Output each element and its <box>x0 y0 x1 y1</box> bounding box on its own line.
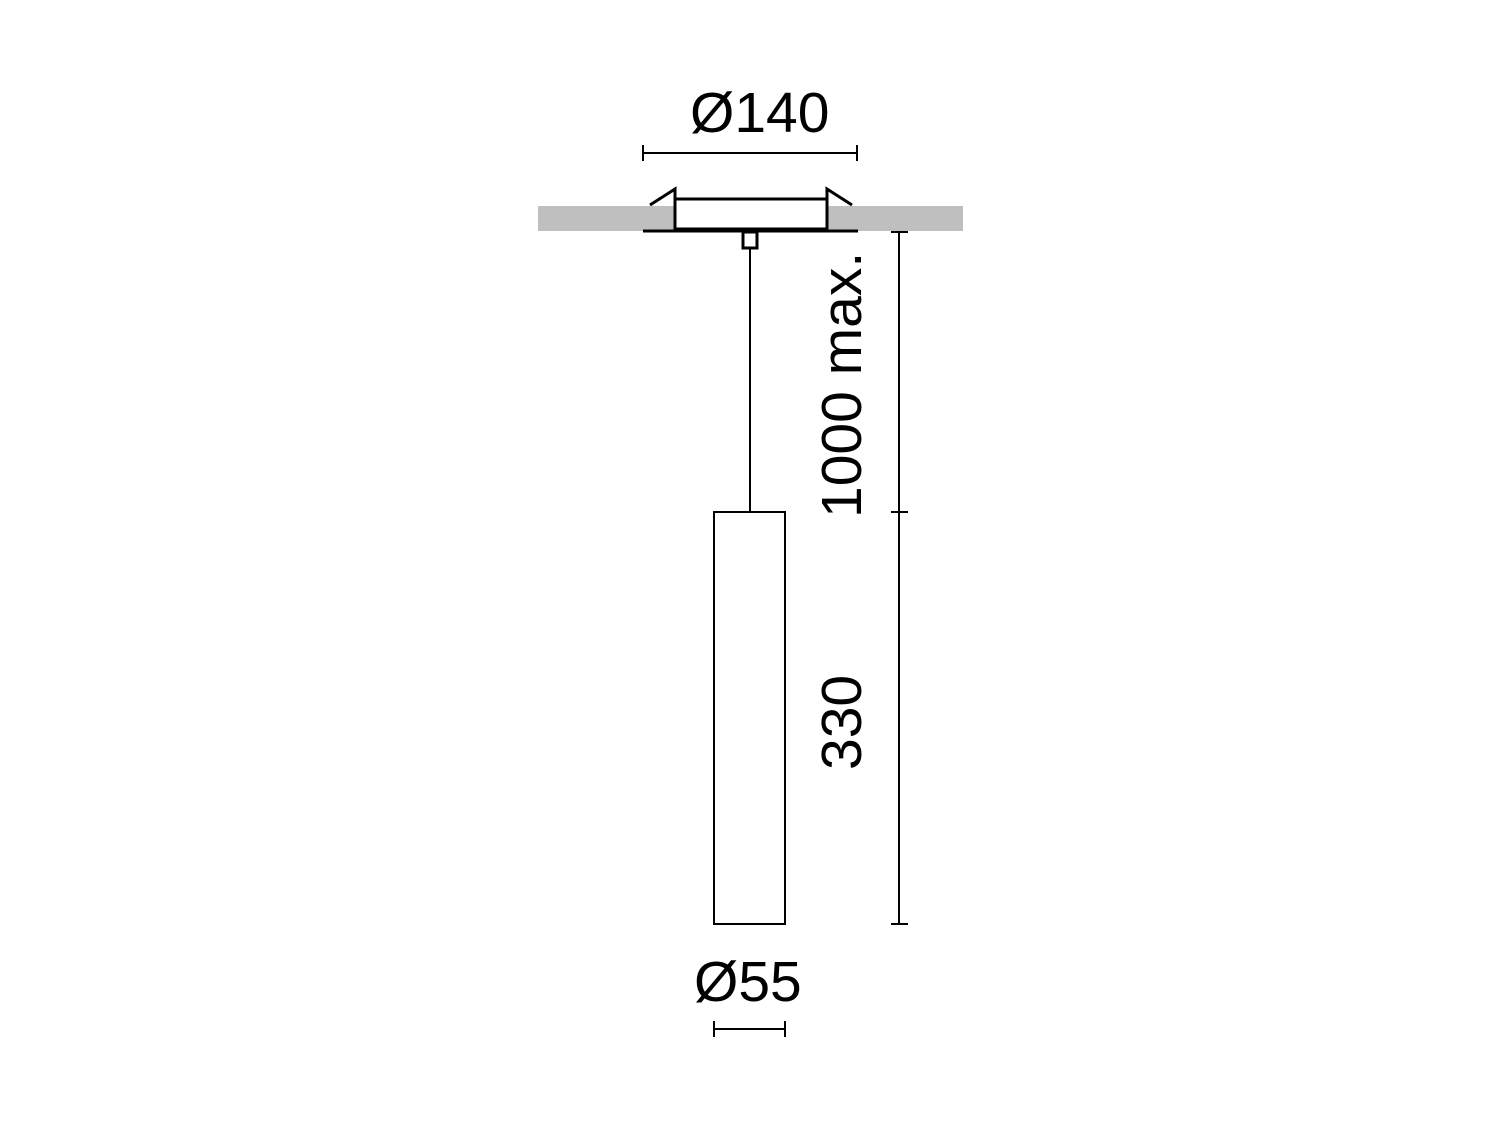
canopy-diameter-label: Ø140 <box>690 81 830 145</box>
clip-left <box>649 186 677 207</box>
cable-connector <box>741 230 759 250</box>
ceiling-left <box>538 206 675 231</box>
ceiling-right <box>827 206 963 231</box>
cable-length-label: 1000 max. <box>810 251 874 518</box>
body-diameter-label: Ø55 <box>694 950 802 1014</box>
lamp-outline <box>642 145 908 1037</box>
body-height-label: 330 <box>810 674 874 770</box>
clip-right <box>825 186 853 207</box>
canopy-body <box>673 197 829 231</box>
lamp-body <box>713 511 786 925</box>
